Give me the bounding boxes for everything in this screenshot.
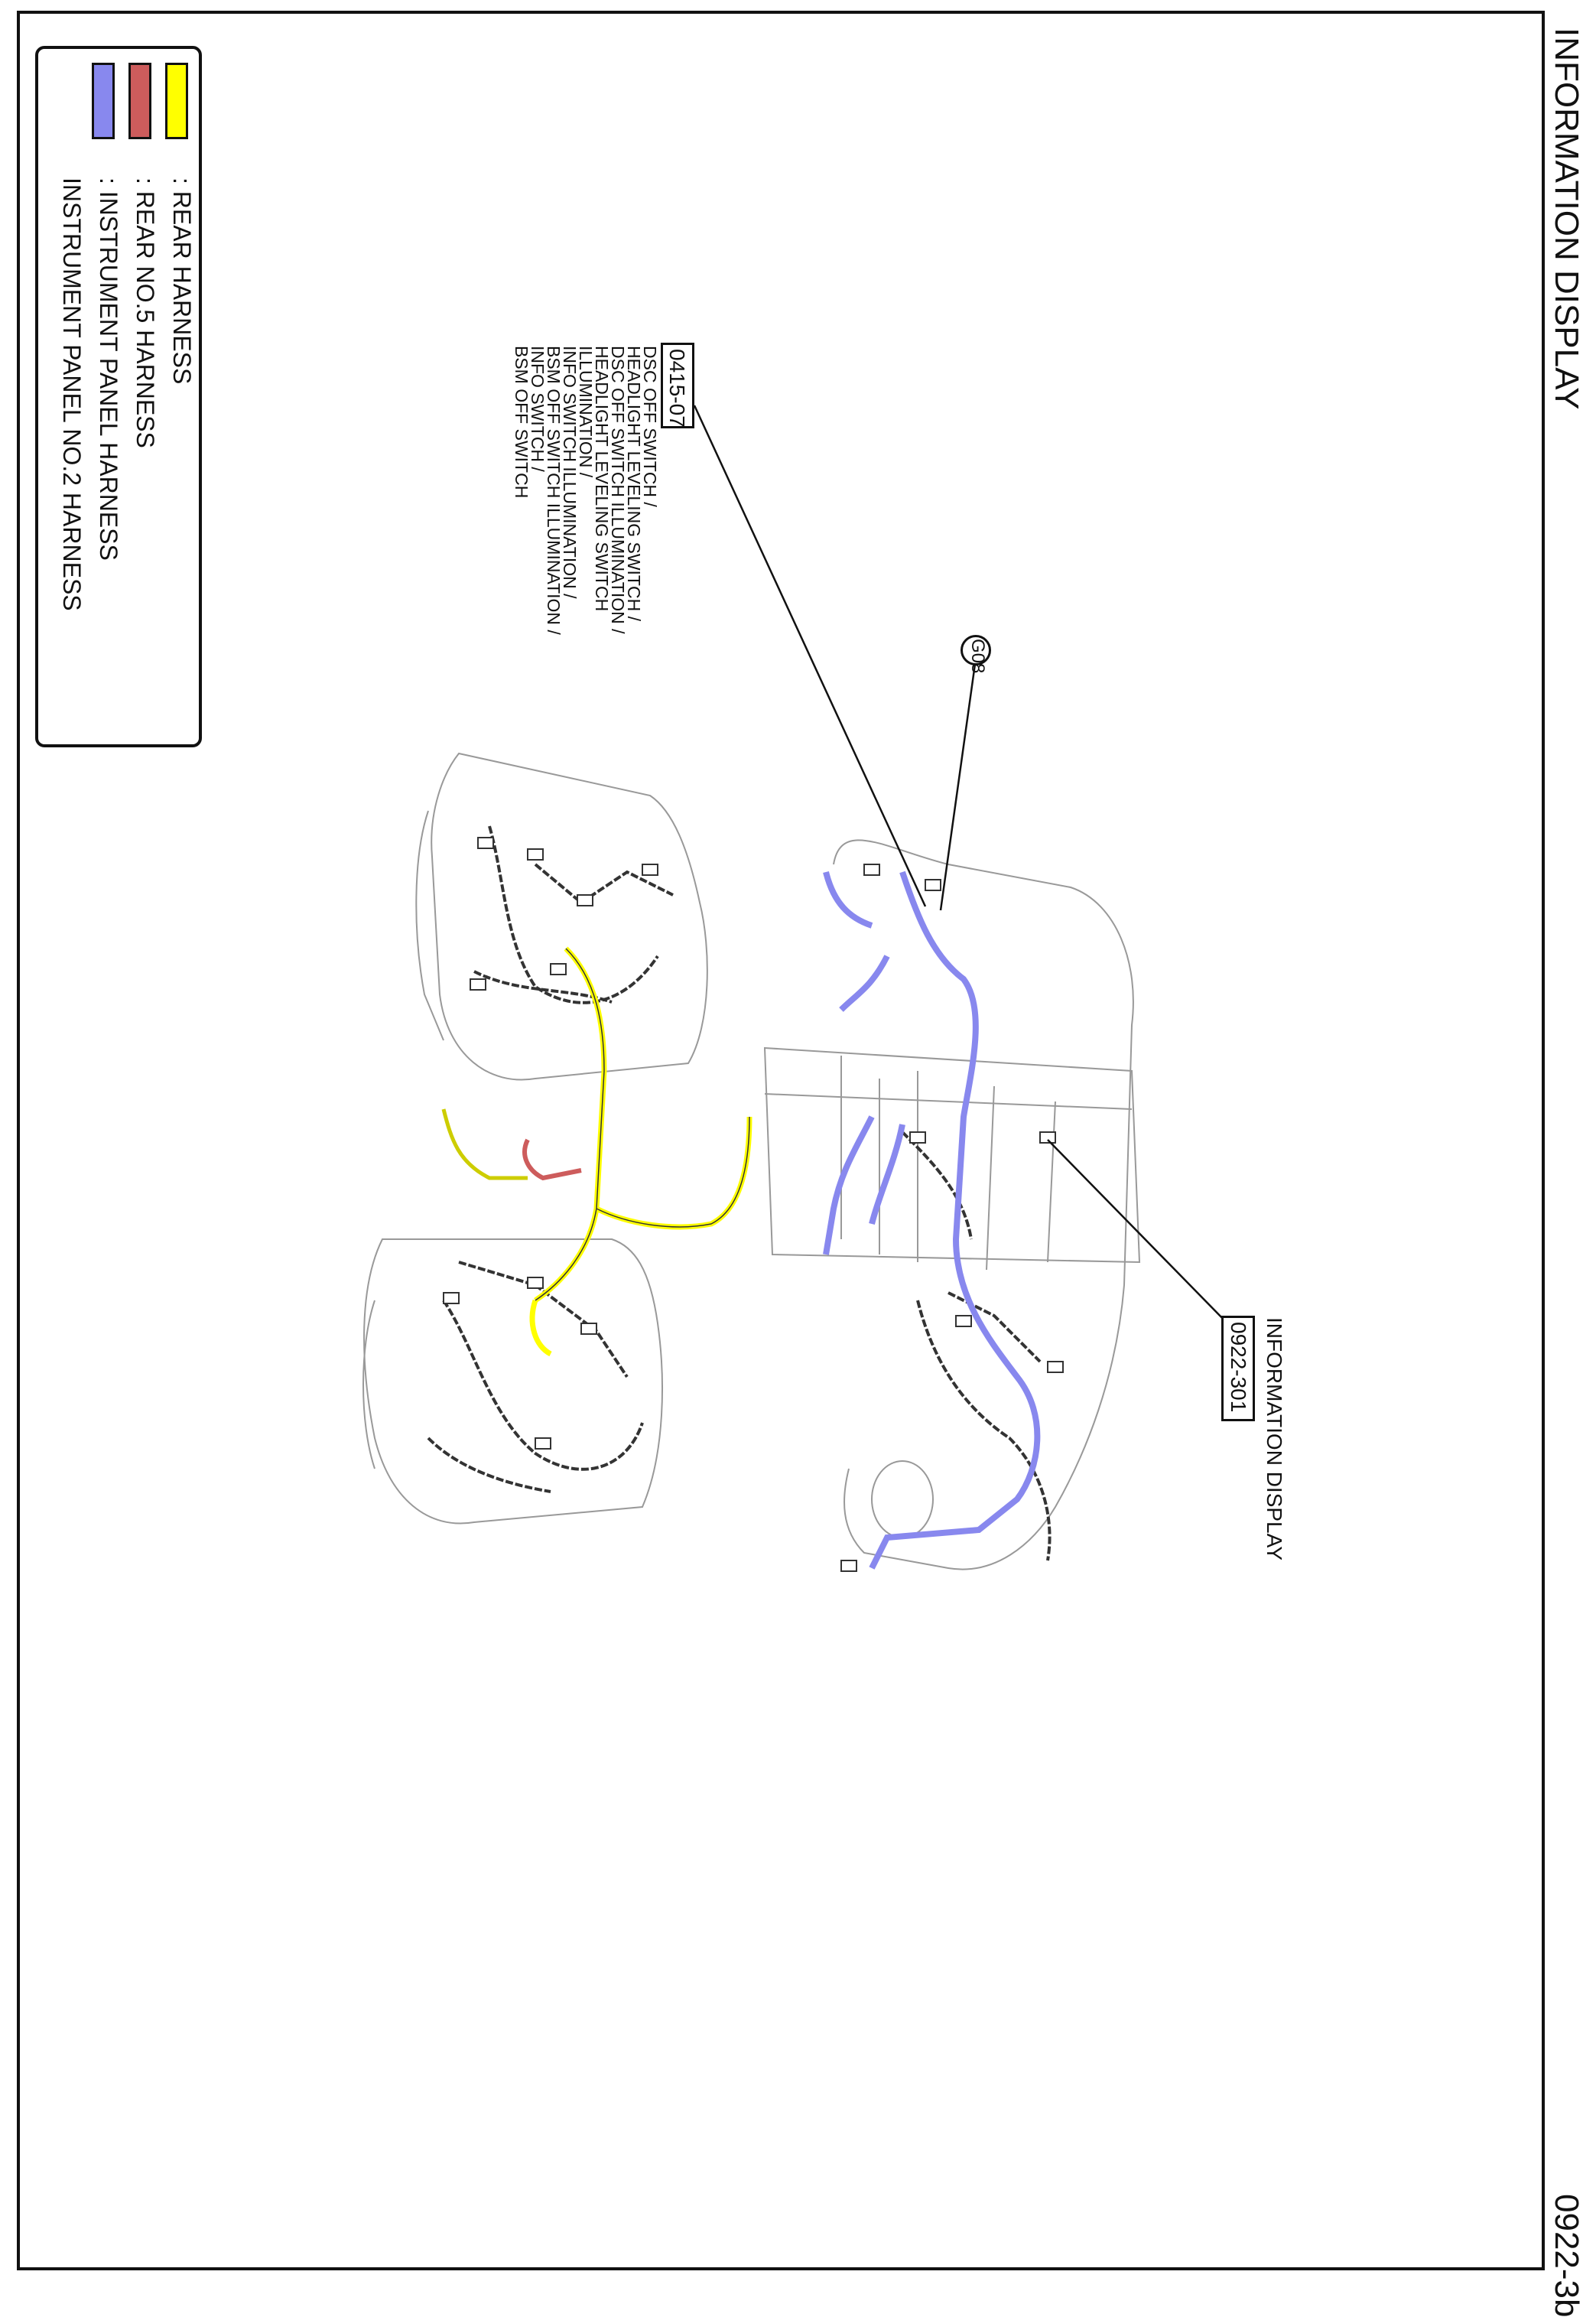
legend-swatch-instrument-panel-harness bbox=[92, 63, 115, 139]
rear-no5-harness bbox=[522, 1138, 582, 1181]
info-display-code: 0922-301 bbox=[1227, 1322, 1250, 1413]
rear-harness bbox=[529, 946, 752, 1357]
connectors bbox=[443, 837, 1064, 1572]
info-display-name: INFORMATION DISPLAY bbox=[1263, 1317, 1286, 1560]
switch-connector-line-9: BSM OFF SWITCH bbox=[512, 346, 531, 499]
leader-lines bbox=[693, 405, 1228, 1324]
switch-connector-callout bbox=[661, 343, 694, 428]
ground-code: G08 bbox=[967, 639, 988, 674]
vehicle-outline bbox=[362, 752, 1141, 1570]
ground-callout bbox=[961, 635, 991, 665]
switch-connector-code: 0415-07 bbox=[665, 349, 689, 428]
rear-harness-branch bbox=[441, 1108, 528, 1180]
page-frame bbox=[17, 11, 1545, 2270]
legend: : REAR HARNESS : REAR NO.5 HARNESS : INS… bbox=[35, 46, 202, 747]
legend-swatch-rear-no5-harness bbox=[128, 63, 151, 139]
info-display-callout bbox=[1221, 1316, 1255, 1421]
rear-harness-outline bbox=[535, 948, 750, 1301]
legend-swatch-rear-harness bbox=[165, 63, 188, 139]
instrument-panel-harness bbox=[823, 871, 1041, 1570]
